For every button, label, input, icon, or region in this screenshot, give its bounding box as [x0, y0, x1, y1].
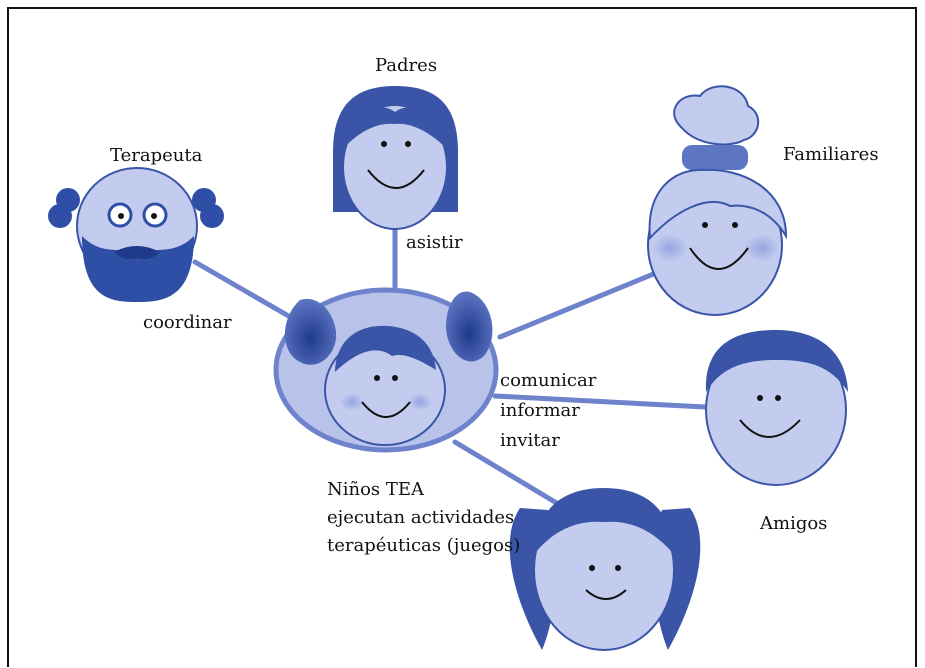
- bearded-therapist-face-icon: [48, 168, 224, 302]
- boy-face-icon: [706, 330, 848, 485]
- edge-label-coordinar: coordinar: [143, 314, 232, 332]
- edge-familiares: [500, 268, 668, 337]
- edge-label-asistir: asistir: [406, 234, 463, 252]
- edge-label-invitar: invitar: [500, 432, 560, 450]
- mother-face-icon: [333, 86, 458, 229]
- edge-label-comunicar: comunicar: [500, 372, 596, 390]
- terapeuta-label: Terapeuta: [110, 147, 202, 165]
- edge-terapeuta: [195, 262, 292, 318]
- ninos-label: Niños TEA: [327, 481, 424, 499]
- padres-label: Padres: [375, 57, 437, 75]
- amigos-label: Amigos: [760, 515, 827, 533]
- girl-pigtails-face-icon: [510, 488, 701, 650]
- child-face-icon: [276, 290, 496, 450]
- grandmother-face-icon: [648, 86, 786, 315]
- edge-label-informar: informar: [500, 402, 580, 420]
- edge-nina: [455, 442, 560, 505]
- familiares-label: Familiares: [783, 146, 879, 164]
- ninos-desc-line1: ejecutan actividades: [327, 509, 514, 527]
- ninos-desc-line2: terapéuticas (juegos): [327, 537, 520, 555]
